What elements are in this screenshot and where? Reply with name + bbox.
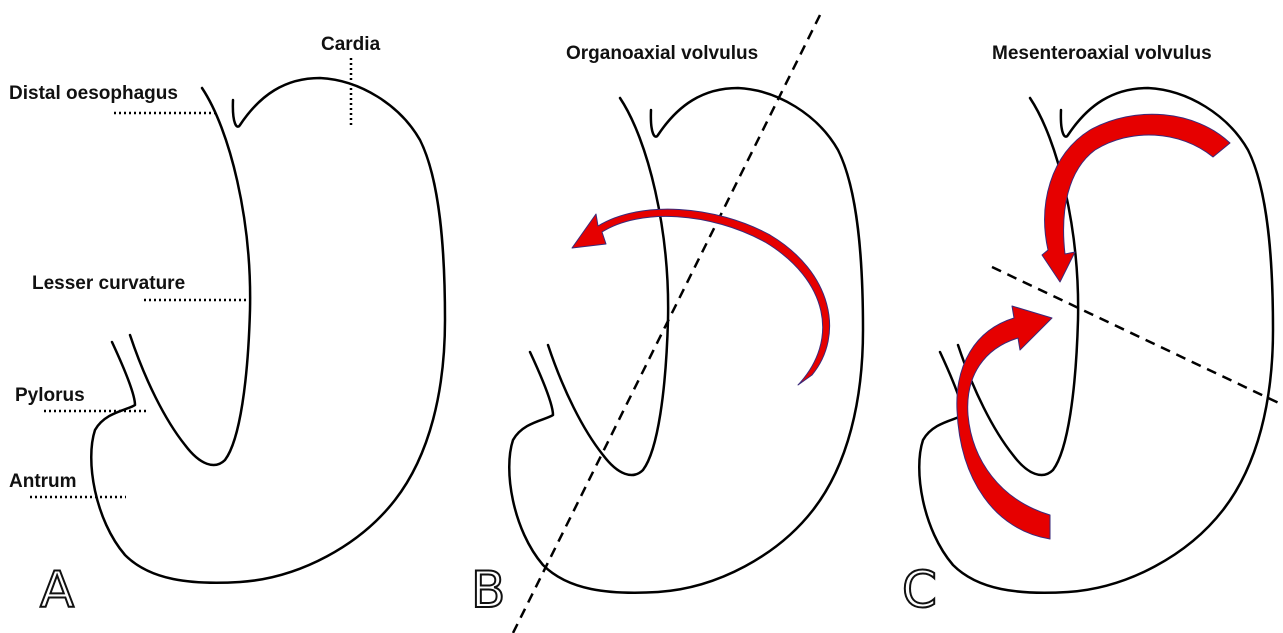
panel-letter-b: B bbox=[471, 561, 505, 619]
mesenteroaxial-axis bbox=[992, 267, 1283, 405]
panel-a: A Distal oesophagus Cardia Lesser curvat… bbox=[9, 34, 445, 619]
label-pylorus: Pylorus bbox=[15, 385, 85, 406]
stomach-outline-a bbox=[91, 78, 445, 583]
panel-letter-c: C bbox=[902, 561, 937, 619]
organoaxial-rotation-arrow bbox=[572, 209, 830, 385]
stomach-outline-b bbox=[509, 88, 863, 593]
panel-title-mesenteroaxial: Mesenteroaxial volvulus bbox=[992, 43, 1212, 64]
panel-b: Organoaxial volvulus B bbox=[471, 15, 863, 633]
mesenteroaxial-upper-arrow bbox=[1042, 114, 1230, 282]
mesenteroaxial-lower-arrow bbox=[957, 306, 1052, 539]
label-lesser-curvature: Lesser curvature bbox=[32, 273, 185, 294]
label-antrum: Antrum bbox=[9, 471, 77, 492]
label-distal-oesophagus: Distal oesophagus bbox=[9, 83, 178, 104]
panel-title-organoaxial: Organoaxial volvulus bbox=[566, 43, 758, 64]
label-cardia: Cardia bbox=[321, 34, 381, 55]
panel-letter-a: A bbox=[40, 561, 74, 619]
stomach-outline-c bbox=[919, 88, 1273, 593]
organoaxial-axis bbox=[513, 15, 820, 633]
panel-c: Mesenteroaxial volvulus C bbox=[902, 43, 1283, 619]
